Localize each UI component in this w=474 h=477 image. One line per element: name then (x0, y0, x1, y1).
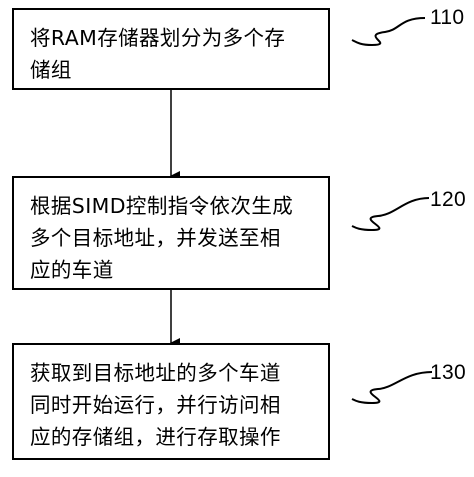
step-box-120: 根据SIMD控制指令依次生成 多个目标地址，并发送至相 应的车道 (12, 176, 330, 290)
leader-line-120 (351, 197, 430, 232)
step-text-130: 获取到目标地址的多个车道 同时开始运行，并行访问相 应的存储组，进行存取操作 (30, 361, 281, 449)
leader-line-130 (351, 371, 433, 405)
step-text-120: 根据SIMD控制指令依次生成 多个目标地址，并发送至相 应的车道 (30, 194, 294, 282)
step-text-110: 将RAM存储器划分为多个存 储组 (30, 26, 286, 82)
step-label-120: 120 (430, 188, 466, 211)
step-label-130: 130 (430, 361, 466, 384)
step-label-110: 110 (430, 6, 465, 29)
leader-line-110 (351, 17, 426, 47)
step-box-110: 将RAM存储器划分为多个存 储组 (12, 8, 330, 90)
step-box-130: 获取到目标地址的多个车道 同时开始运行，并行访问相 应的存储组，进行存取操作 (12, 343, 330, 460)
